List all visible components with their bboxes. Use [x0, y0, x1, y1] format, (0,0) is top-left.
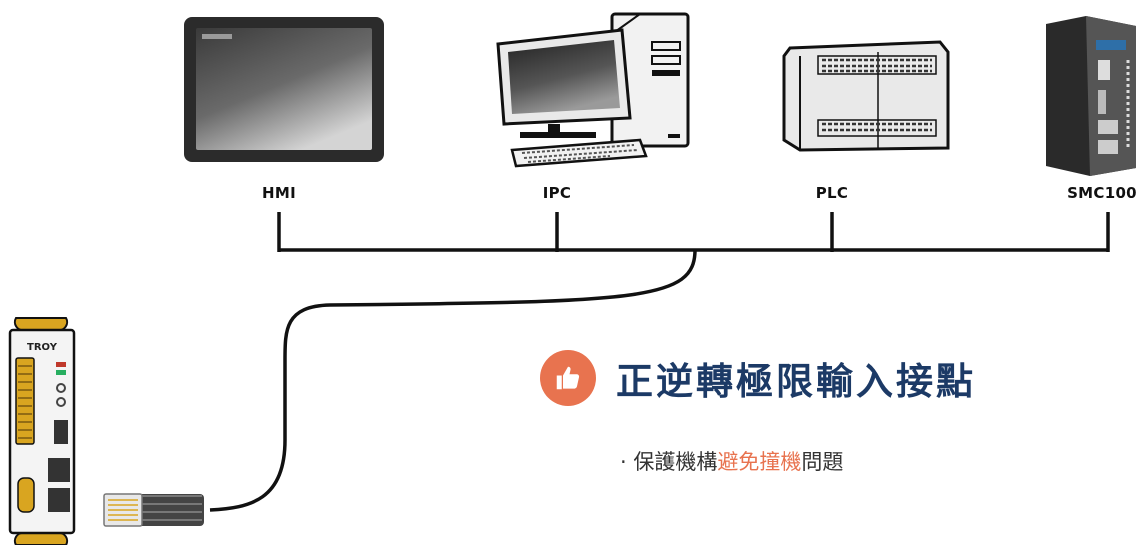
bullet-prefix: · 保護機構	[620, 450, 718, 474]
plc-controller-icon	[782, 40, 950, 152]
device-label-hmi: HMI	[262, 184, 296, 202]
drive-brand-text: TROY	[27, 342, 58, 353]
servo-drive-icon: TROY	[8, 317, 76, 545]
rj45-connector-icon	[103, 493, 204, 527]
feature-callout: 正逆轉極限輸入接點 · 保護機構避免撞機問題	[540, 350, 1100, 476]
device-label-smc100: SMC100	[1067, 184, 1137, 202]
network-bus	[209, 212, 1110, 512]
hmi-touchscreen-icon	[184, 17, 384, 162]
device-label-ipc: IPC	[542, 184, 572, 202]
bullet-suffix: 問題	[801, 450, 844, 474]
feature-bullet: · 保護機構避免撞機問題	[620, 446, 1100, 476]
industrial-pc-icon	[496, 12, 690, 168]
thumbs-up-icon	[540, 350, 596, 406]
feature-title: 正逆轉極限輸入接點	[616, 360, 976, 403]
device-label-plc: PLC	[815, 184, 849, 202]
smc100-controller-icon	[1046, 16, 1136, 176]
bullet-highlight: 避免撞機	[717, 450, 802, 474]
feature-heading: 正逆轉極限輸入接點	[540, 350, 1100, 406]
